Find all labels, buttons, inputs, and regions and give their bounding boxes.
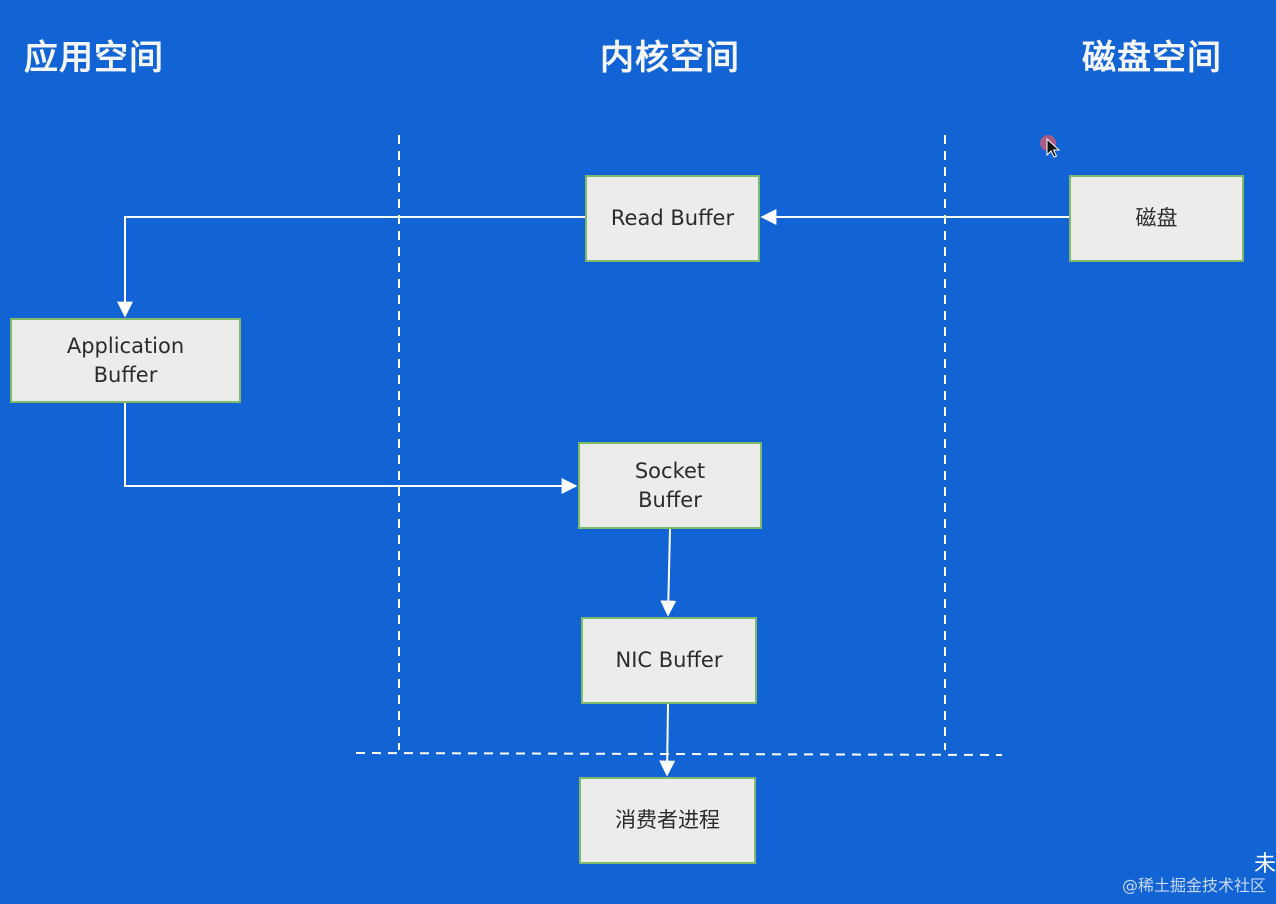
separator-horizontal: [355, 752, 1003, 756]
mouse-pointer-icon: [1040, 135, 1061, 158]
application-buffer-node: Application Buffer: [10, 318, 241, 403]
zone-title-disk: 磁盘空间: [1082, 38, 1222, 78]
arrow-read-buffer-to-application-buffer: [117, 216, 585, 318]
arrow-application-buffer-to-socket-buffer: [124, 403, 578, 494]
read-buffer-node: Read Buffer: [585, 175, 760, 262]
arrow-nic-buffer-to-consumer-process: [659, 703, 676, 777]
zone-title-application: 应用空间: [24, 38, 164, 78]
edge-text: 未: [1253, 852, 1276, 877]
nic-buffer-node: NIC Buffer: [581, 617, 757, 704]
watermark: @稀土掘金技术社区: [1121, 876, 1266, 895]
consumer-process-node: 消费者进程: [579, 777, 756, 864]
disk-node: 磁盘: [1069, 175, 1244, 262]
arrow-socket-buffer-to-nic-buffer: [660, 528, 677, 617]
zone-title-kernel: 内核空间: [600, 38, 740, 78]
socket-buffer-node: Socket Buffer: [578, 442, 762, 529]
